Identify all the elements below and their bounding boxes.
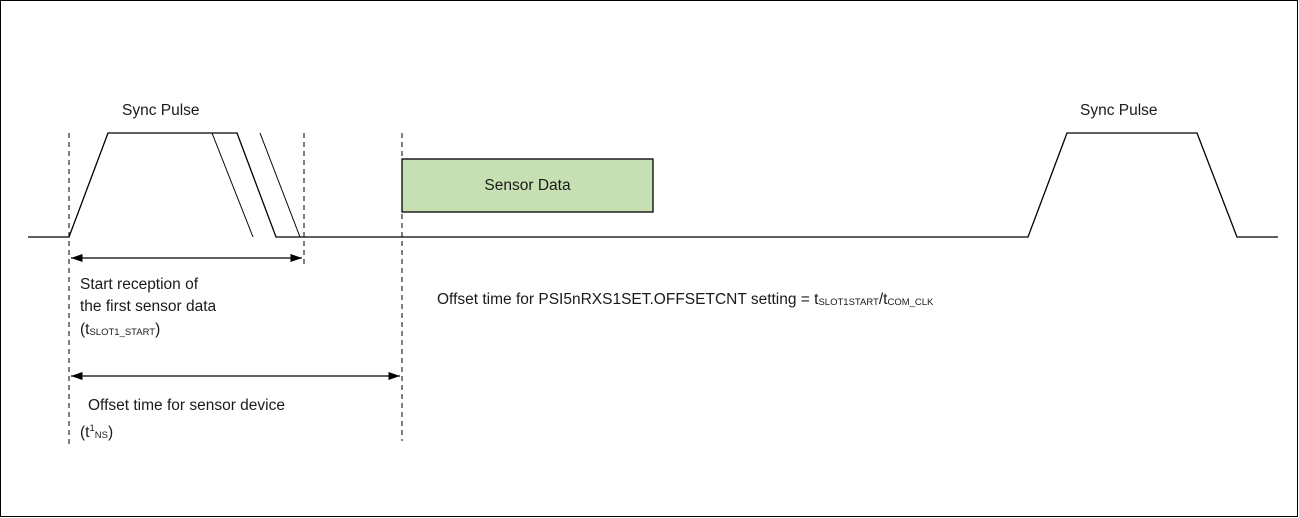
start-reception-line2: the first sensor data bbox=[80, 298, 217, 315]
sensor-data-box bbox=[401, 158, 654, 213]
sensor-offset-line1: Offset time for sensor device bbox=[88, 397, 285, 414]
offset-formula: Offset time for PSI5nRXS1SET.OFFSETCNT s… bbox=[437, 291, 934, 308]
sensor-offset-symbol: (t1NS) bbox=[80, 423, 114, 441]
start-reception-symbol: (tSLOT1_START) bbox=[80, 321, 161, 338]
edge-variance-line bbox=[211, 132, 254, 238]
start-reception-line1: Start reception of bbox=[80, 276, 199, 293]
sync-pulse-label-right: Sync Pulse bbox=[1080, 102, 1158, 119]
sync-pulse-label-left: Sync Pulse bbox=[122, 102, 200, 119]
signal-line bbox=[28, 132, 1278, 238]
sensor-data-label: Sensor Data bbox=[484, 176, 571, 194]
edge-variance-line bbox=[259, 132, 301, 238]
